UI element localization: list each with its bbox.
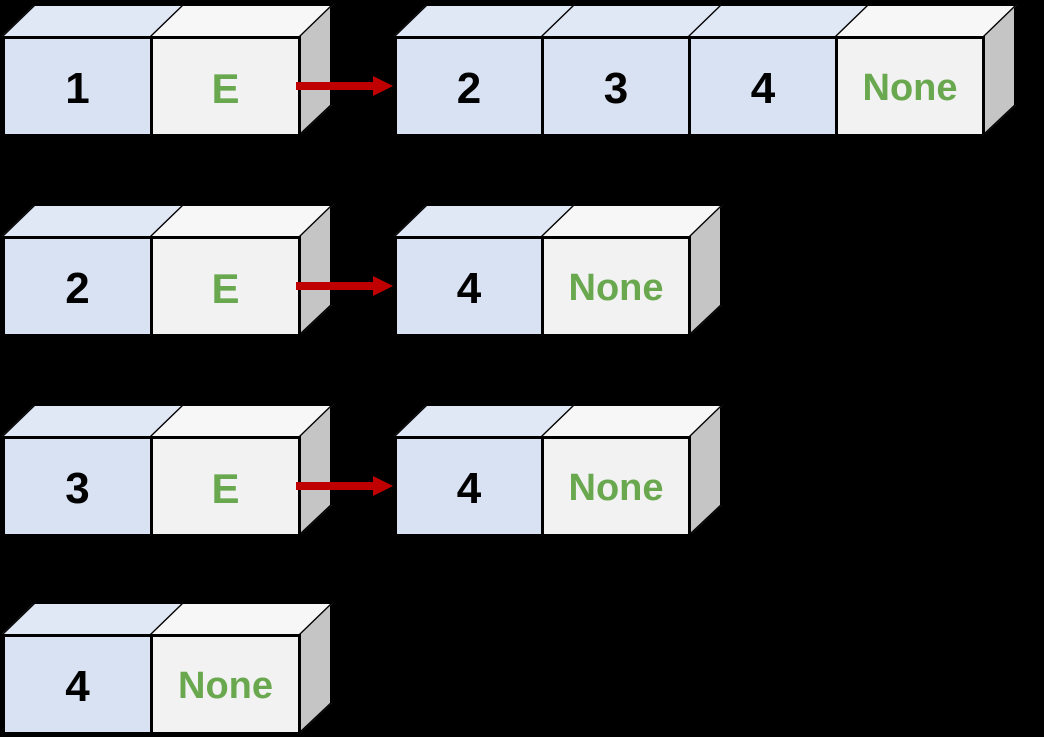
node-box-vertex-2: 2 E — [2, 203, 335, 337]
neighbor-cell: 2 — [394, 36, 544, 137]
neighbor-cell: 4 — [394, 436, 544, 537]
arrow-head — [373, 476, 393, 496]
adjacency-box-vertex-1: 2 3 4 None — [394, 3, 1019, 137]
cell-label: 3 — [603, 63, 629, 113]
cell-label: E — [211, 264, 240, 312]
vertex-value-cell: 4 — [2, 634, 153, 735]
neighbor-cell: 3 — [541, 36, 691, 137]
cell-label: 1 — [65, 63, 90, 113]
null-cell: None — [541, 436, 691, 537]
vertex-value-cell: 1 — [2, 36, 153, 137]
cell-label: 4 — [456, 463, 482, 513]
cell-label: 2 — [456, 63, 482, 113]
neighbor-cell: 4 — [394, 236, 544, 337]
node-box-vertex-4: 4 None — [2, 601, 335, 735]
cell-label: 4 — [456, 263, 482, 313]
null-cell: None — [150, 634, 301, 735]
cell-label: 2 — [65, 263, 90, 313]
cell-label: None — [568, 467, 664, 509]
node-box-vertex-3: 3 E — [2, 403, 335, 537]
cell-label: 4 — [750, 63, 776, 113]
pointer-cell: E — [150, 236, 301, 337]
pointer-cell: E — [150, 436, 301, 537]
neighbor-cell: 4 — [688, 36, 838, 137]
cell-label: None — [862, 67, 958, 109]
cell-label: None — [178, 665, 273, 707]
arrow-head — [373, 276, 393, 296]
vertex-value-cell: 2 — [2, 236, 153, 337]
cell-label: None — [568, 267, 664, 309]
cell-label: E — [211, 464, 240, 512]
node-box-vertex-1: 1 E — [2, 3, 335, 137]
pointer-arrow — [296, 76, 393, 96]
pointer-arrow — [296, 276, 393, 296]
vertex-value-cell: 3 — [2, 436, 153, 537]
arrow-head — [373, 76, 393, 96]
arrow-shaft — [296, 82, 375, 90]
null-cell: None — [541, 236, 691, 337]
adjacency-box-vertex-2: 4 None — [394, 203, 725, 337]
arrow-shaft — [296, 282, 375, 290]
adjacency-box-vertex-3: 4 None — [394, 403, 725, 537]
cell-label: E — [211, 64, 240, 112]
null-cell: None — [835, 36, 985, 137]
cell-label: 4 — [65, 661, 90, 711]
pointer-cell: E — [150, 36, 301, 137]
arrow-shaft — [296, 482, 375, 490]
cell-label: 3 — [65, 463, 90, 513]
pointer-arrow — [296, 476, 393, 496]
